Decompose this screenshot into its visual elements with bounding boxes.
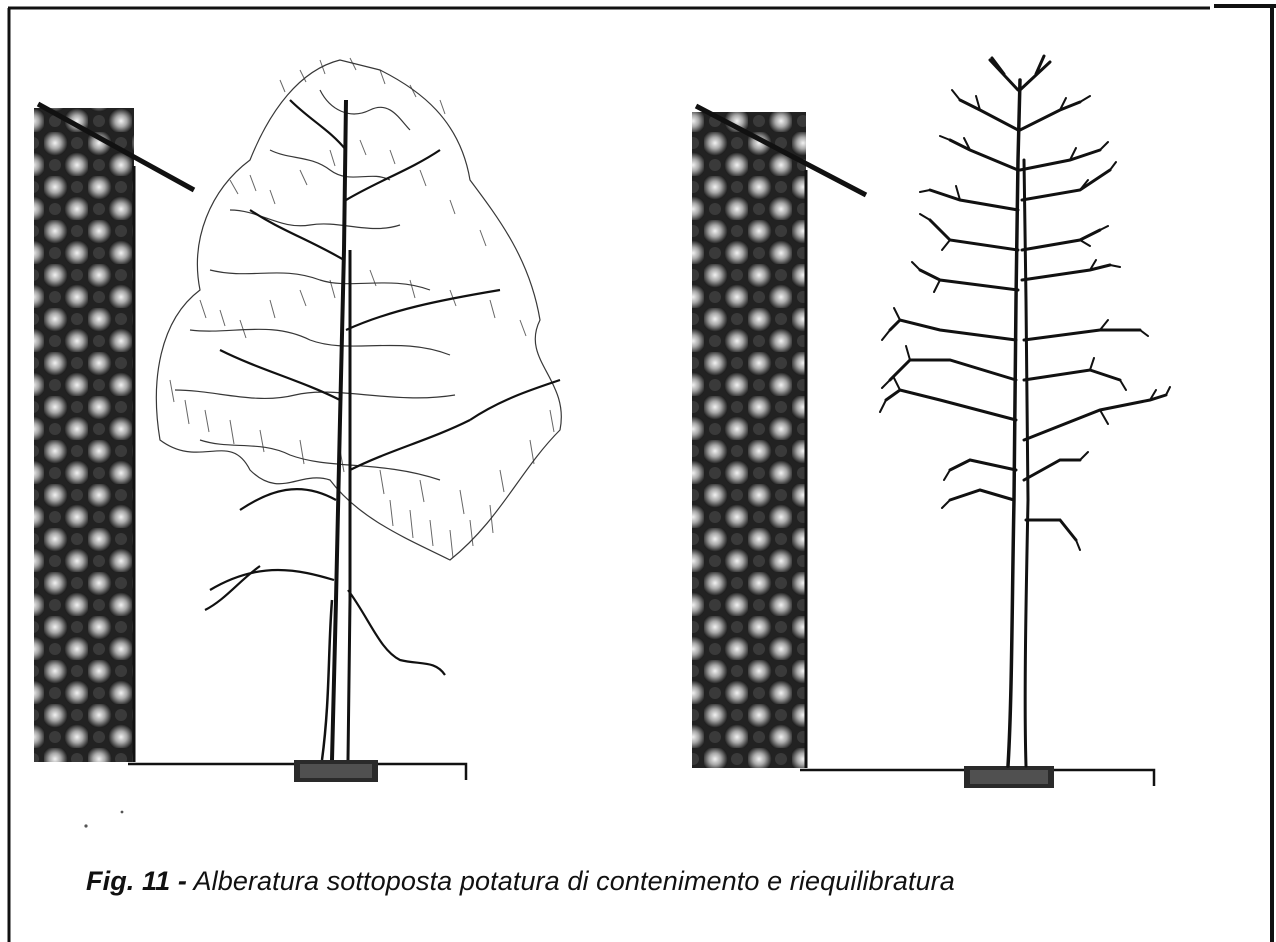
figure-caption: Fig. 11 - Alberatura sottoposta potatura…: [86, 866, 955, 897]
building-wall-right: [692, 112, 806, 768]
figure-label: Fig. 11 -: [86, 866, 187, 896]
pruned-tree: [880, 56, 1170, 766]
left-scene: [34, 58, 561, 782]
scan-specks: [84, 811, 123, 828]
full-canopy-tree: [156, 58, 561, 760]
figure-caption-text: Alberatura sottoposta potatura di conten…: [194, 866, 955, 896]
building-wall-left: [34, 108, 134, 762]
outer-frame: [8, 6, 1276, 942]
right-scene: [692, 56, 1170, 788]
